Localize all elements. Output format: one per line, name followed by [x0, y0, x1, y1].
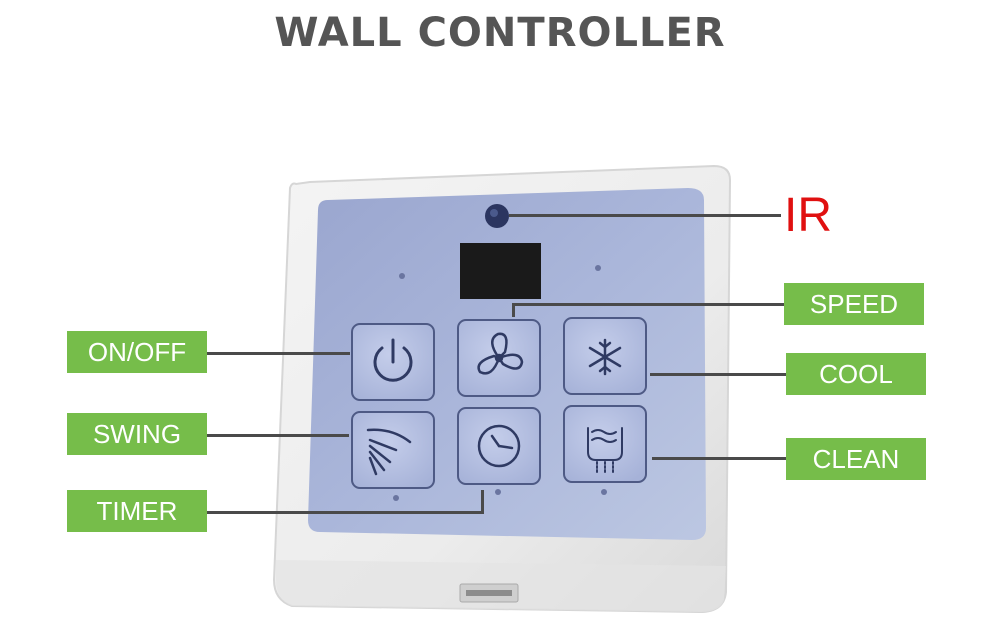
timer-callout: TIMER	[67, 490, 207, 532]
clean-leader	[652, 457, 786, 460]
ir-leader	[509, 214, 781, 217]
snowflake-icon	[588, 338, 622, 376]
on-off-callout: ON/OFF	[67, 331, 207, 373]
cool-leader	[650, 373, 786, 376]
swing-icon	[366, 428, 412, 476]
cool-button	[563, 317, 647, 395]
ir-callout: IR	[784, 189, 832, 242]
swing-button	[351, 411, 435, 489]
timer-leader	[207, 511, 484, 514]
timer-leader-rise	[481, 490, 484, 514]
speed-leader-drop	[512, 303, 515, 317]
fan-button	[457, 319, 541, 397]
swing-callout: SWING	[67, 413, 207, 455]
clean-icon	[587, 427, 623, 473]
fan-icon	[477, 332, 524, 375]
power-button	[351, 323, 435, 401]
display-screen	[460, 243, 541, 299]
on-off-leader	[207, 352, 350, 355]
speed-leader	[512, 303, 786, 306]
power-icon	[373, 338, 413, 382]
timer-button	[457, 407, 541, 485]
ir-sensor	[485, 204, 509, 228]
clean-callout: CLEAN	[786, 438, 926, 480]
swing-leader	[207, 434, 349, 437]
clean-button	[563, 405, 647, 483]
page-title: WALL CONTROLLER	[274, 10, 726, 56]
clock-icon	[477, 424, 521, 468]
cool-callout: COOL	[786, 353, 926, 395]
speed-callout: SPEED	[784, 283, 924, 325]
